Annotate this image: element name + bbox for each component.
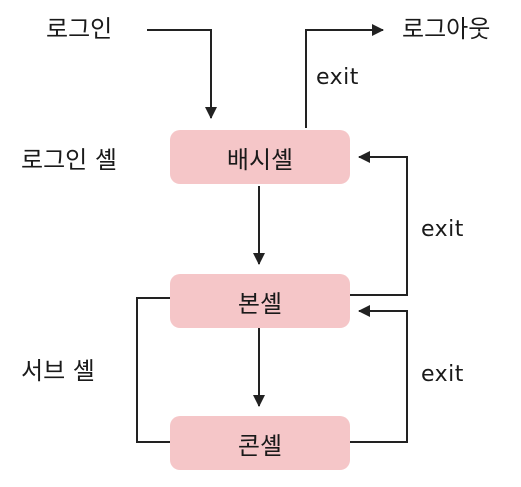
login-label: 로그인 [46, 15, 113, 43]
login-to-bash-arrow [147, 29, 217, 119]
exit-label-top: exit [316, 65, 359, 90]
bourne-shell-node: 본셸 [170, 274, 350, 328]
bash-shell-label: 배시셸 [226, 145, 294, 174]
korn-shell-node: 콘셸 [170, 416, 350, 470]
korn-shell-label: 콘셸 [237, 431, 283, 460]
bourne-shell-label: 본셸 [237, 289, 283, 318]
logout-label: 로그아웃 [402, 15, 491, 43]
login-shell-label: 로그인 셸 [21, 146, 117, 174]
exit-label-bottom: exit [421, 362, 464, 387]
korn-exit-to-bourne-arrow [350, 305, 408, 443]
sub-shell-bracket [136, 297, 170, 443]
bash-to-logout-arrow [305, 24, 384, 128]
bourne-exit-to-bash-arrow [350, 151, 408, 296]
bash-shell-node: 배시셸 [170, 130, 350, 184]
exit-label-middle: exit [421, 217, 464, 242]
sub-shell-label: 서브 셸 [21, 357, 95, 385]
